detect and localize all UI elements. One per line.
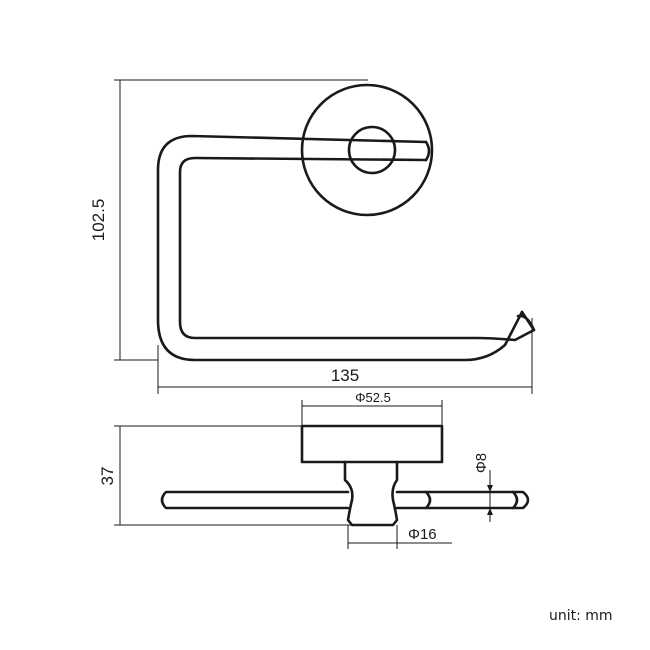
base-diameter-label: Φ52.5 [355,390,391,405]
front-view [156,83,536,362]
mounting-post-side [343,460,399,527]
rod-tip-front [424,140,431,162]
height-dimension-label: 102.5 [89,199,108,242]
arm-rod-left [160,490,350,510]
depth-dimension-label: 37 [98,467,117,486]
rod-diameter-label: Φ8 [473,453,490,473]
side-view [160,424,530,527]
post-diameter-dimension [347,525,452,549]
post-diameter-label: Φ16 [408,526,437,543]
height-dimension [114,79,368,361]
rod-joint-side [424,490,432,510]
width-dimension [157,318,533,394]
depth-dimension [114,425,352,526]
holder-arm-front [156,134,536,362]
wall-plate-side [300,424,444,464]
rod-end-cap-side [511,490,519,510]
unit-label: unit: mm [549,608,613,624]
wall-plate-front [300,83,434,217]
base-diameter-dimension [301,400,443,426]
rod-diameter-dimension [487,470,493,522]
width-dimension-label: 135 [331,366,359,385]
mounting-post-front [347,125,397,175]
arm-rod-right [395,490,530,510]
